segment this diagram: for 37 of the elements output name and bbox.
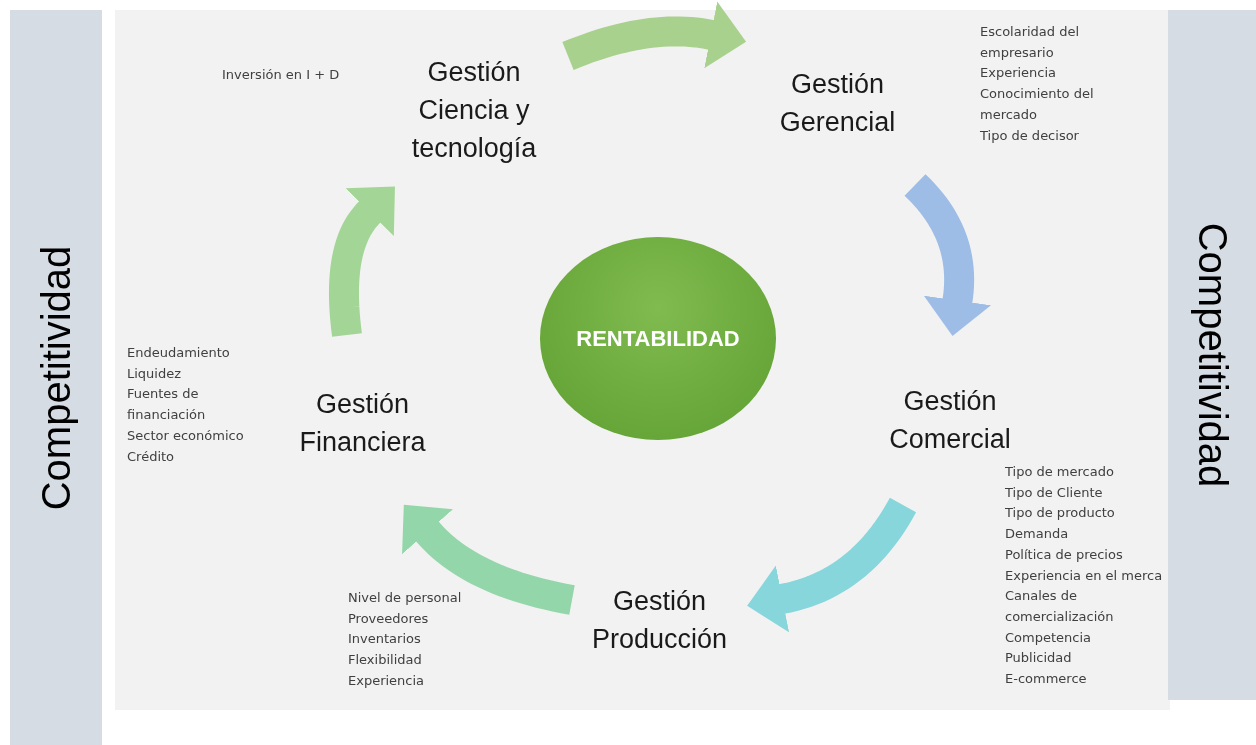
factor-item: Experiencia [348,671,426,690]
band-label: Competitividad [33,245,79,510]
curved-arrow [904,174,992,337]
factor-item: Crédito [127,447,176,466]
factor-item: Inversión en I + D [222,66,341,84]
center-label: RENTABILIDAD [576,325,740,352]
factor-item: Tipo de decisor [980,126,1080,145]
factor-item: Competencia [1005,628,1092,647]
factor-item: E-commerce [1005,670,1088,689]
factor-item: Publicidad [1005,649,1073,668]
factor-item: Experiencia [980,64,1058,83]
stage-title: Gestión Gerencial [778,67,897,139]
stage-title: Gestión Comercial [888,385,1012,456]
factor-item: Demanda [1005,525,1070,544]
factor-item: Nivel de personal [348,589,463,607]
factor-item: Proveedores [348,609,430,628]
factor-item: Flexibilidad [348,651,423,670]
side-band [10,10,102,745]
side-band [1168,10,1256,700]
factor-item: Sector económico [127,426,245,445]
factor-item: Liquidez [127,364,183,383]
factor-item: Política de precios [1005,545,1124,564]
factor-item: Canales de comercialización [1005,587,1115,626]
factor-item: Inventarios [348,630,422,649]
factor-item: Tipo de Cliente [1005,483,1104,502]
factor-item: Tipo de producto [1005,504,1116,523]
stage-title: Gestión Producción [590,585,729,656]
curved-arrow [747,496,917,633]
stage-title: Gestión Financiera [298,387,427,459]
factor-item: Experiencia en el merca [1005,566,1164,585]
band-label: Competitividad [1189,222,1235,488]
factor-item: Escolaridad del empresario [980,23,1081,62]
factor-item: Conocimiento del mercado [980,85,1095,124]
factor-item: Fuentes de financiación [127,385,207,425]
factor-item: Endeudamiento [127,344,231,362]
stage-title: Gestión Ciencia y tecnología [410,56,538,165]
factor-item: Tipo de mercado [1005,463,1115,481]
